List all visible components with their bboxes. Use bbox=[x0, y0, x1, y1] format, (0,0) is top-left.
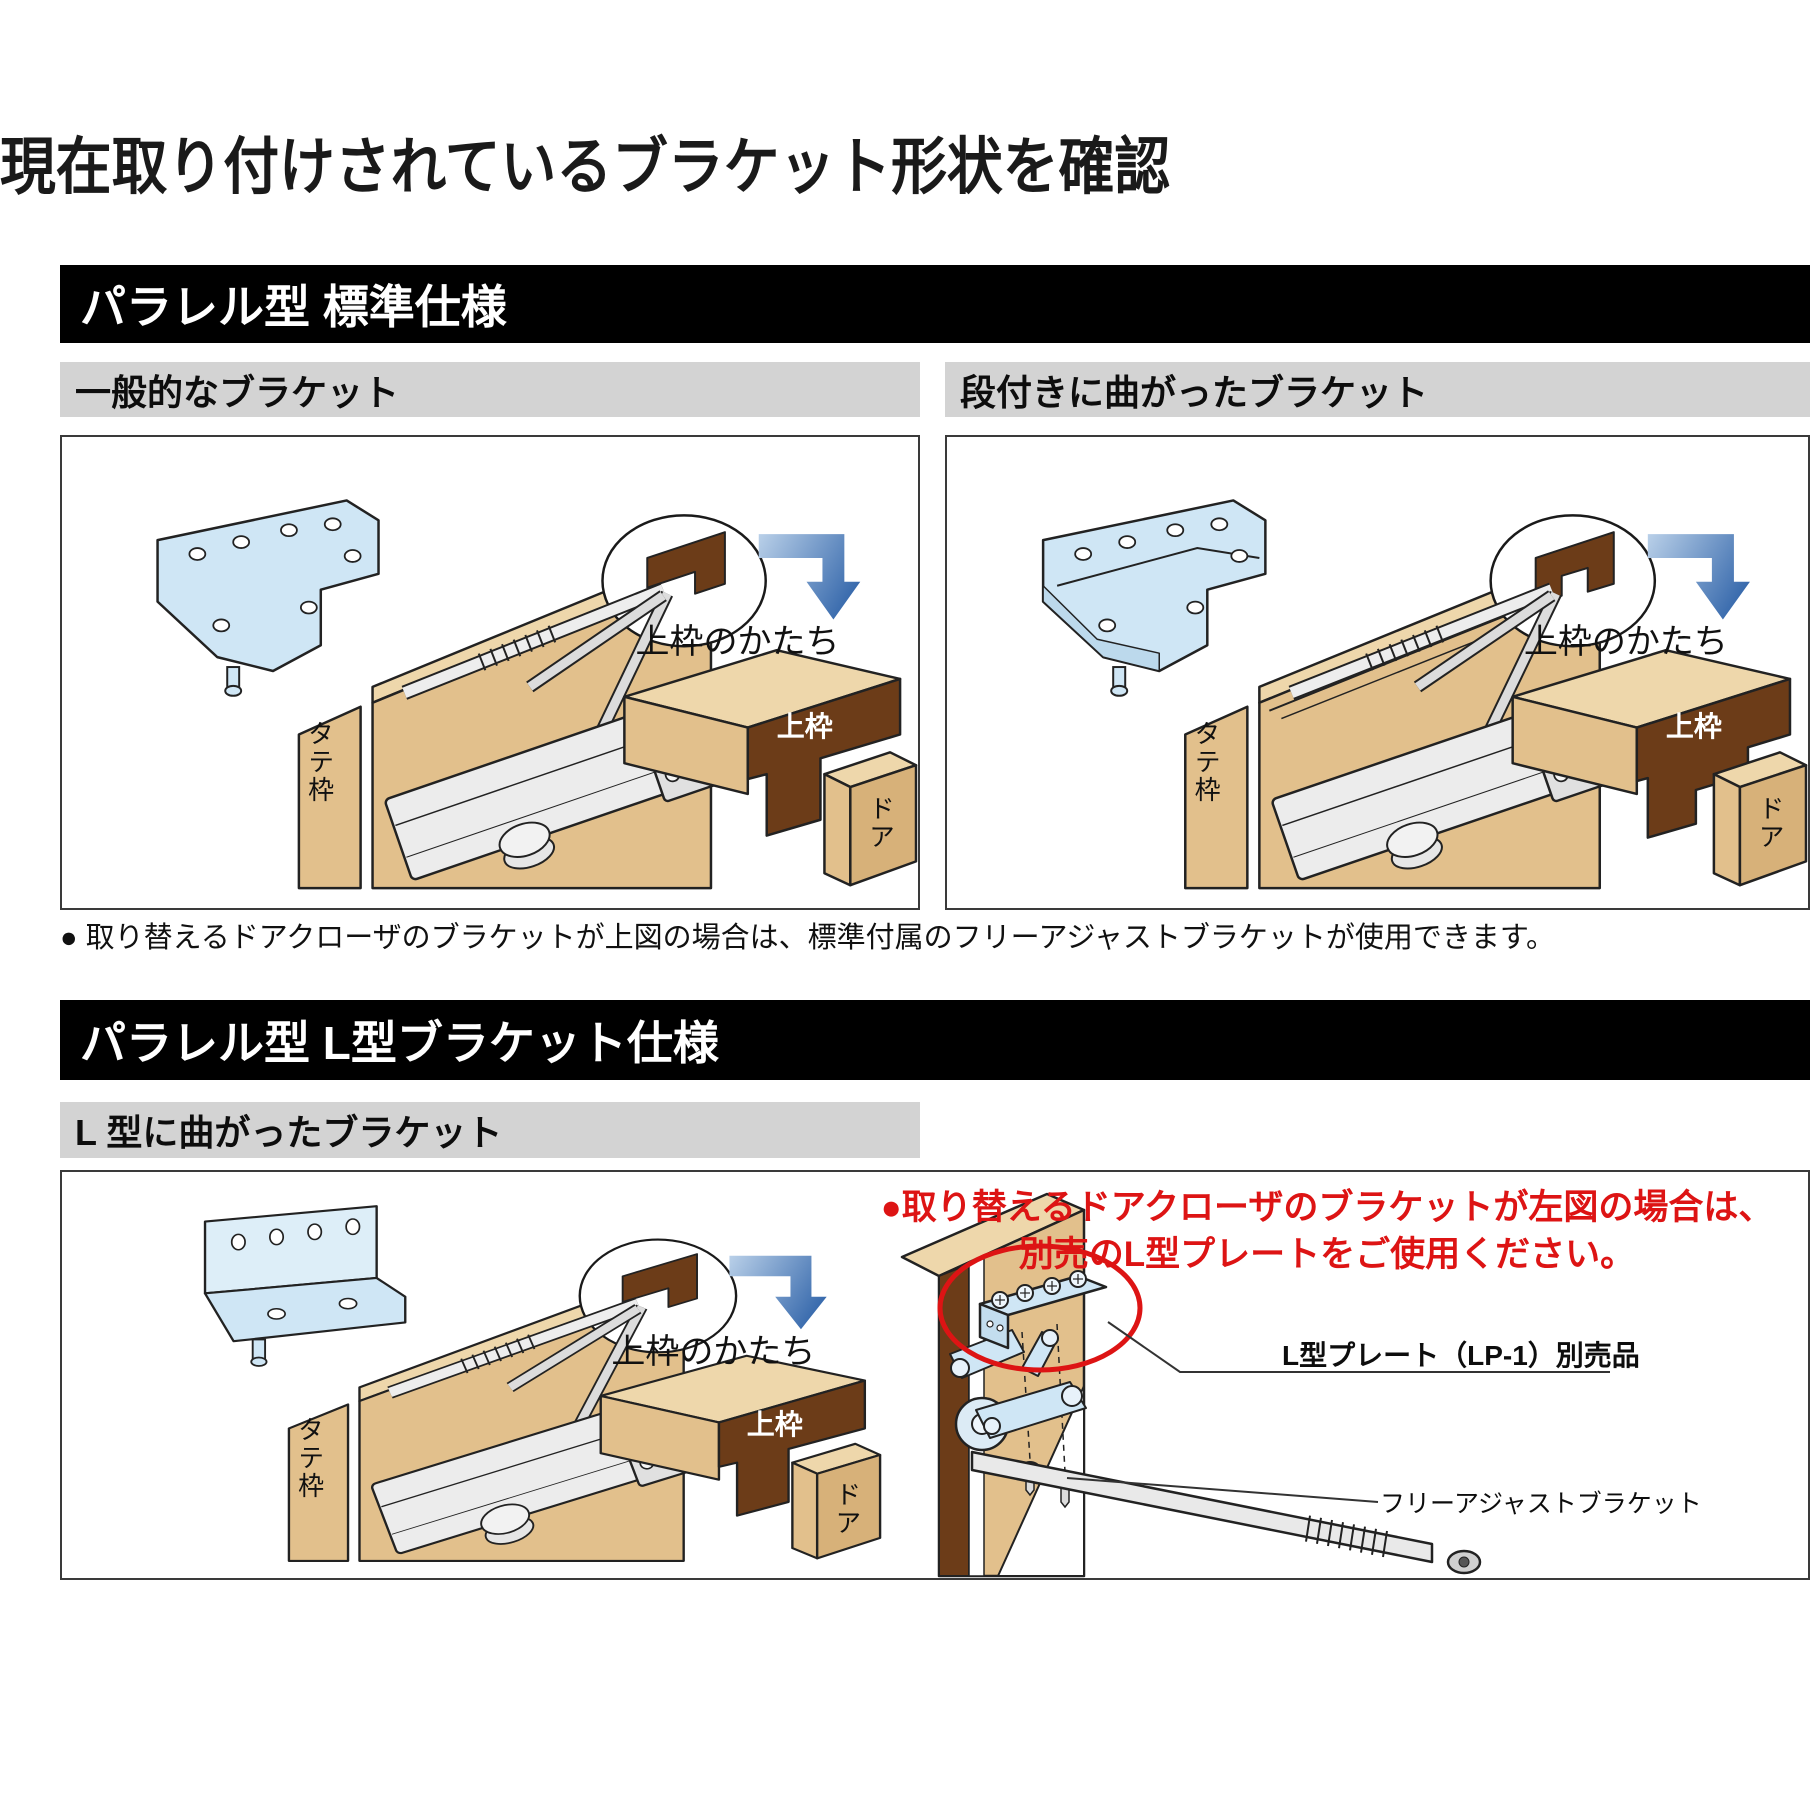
down-arrow-icon bbox=[758, 534, 861, 620]
beam-front-face bbox=[623, 695, 750, 796]
red-highlight-circle bbox=[937, 1243, 1143, 1373]
door-label: ドア bbox=[865, 794, 896, 851]
door-jamb bbox=[297, 705, 362, 890]
frame-cross-section bbox=[746, 677, 902, 837]
jamb-label: タテ枠 bbox=[304, 719, 335, 804]
t-bracket-plate bbox=[156, 499, 380, 673]
section1-header: パラレル型 標準仕様 bbox=[80, 281, 507, 333]
door-jamb bbox=[1184, 705, 1249, 890]
upper-frame-shape-callout: 上枠のかたち bbox=[611, 1333, 816, 1372]
panel-l-bracket: 上枠のかたち 上枠 ドア タテ枠 ●取り替えるドアクローザのブラケットが左図の場… bbox=[60, 1170, 1810, 1580]
leader-line-bracket bbox=[1066, 1477, 1379, 1503]
upper-frame-label: 上枠 bbox=[746, 1409, 803, 1441]
subheader-l-bracket: L 型に曲がったブラケット bbox=[60, 1102, 920, 1158]
frame-section-in-circle bbox=[646, 531, 726, 595]
subheader-stepped-bracket-label: 段付きに曲がったブラケット bbox=[960, 371, 1429, 413]
subheader-l-bracket-label: L 型に曲がったブラケット bbox=[75, 1112, 503, 1153]
l-plate-front bbox=[978, 1302, 1010, 1350]
note-text: ● 取り替えるドアクローザのブラケットが上図の場合は、標準付属のフリーアジャスト… bbox=[60, 922, 1556, 954]
panel-stepped-bracket: 上枠のかたち 上枠 ドア タテ枠 bbox=[945, 435, 1810, 910]
door-closer-scene-svg bbox=[156, 499, 918, 890]
door-closer-scene-svg bbox=[1041, 499, 1808, 890]
t-bracket-step bbox=[1042, 584, 1160, 672]
l-plate-label: L型プレート（LP-1）別売品 bbox=[1282, 1340, 1640, 1371]
free-adjust-bracket-label: フリーアジャストブラケット bbox=[1380, 1490, 1702, 1518]
frame-corner-diagram bbox=[1511, 648, 1808, 887]
subheader-general-bracket-label: 一般的なブラケット bbox=[75, 371, 400, 413]
upper-frame-shape-callout: 上枠のかたち bbox=[1523, 622, 1728, 661]
subheader-general-bracket: 一般的なブラケット bbox=[60, 362, 920, 417]
panel-l-bracket-illustration: 上枠のかたち 上枠 ドア タテ枠 bbox=[62, 1172, 882, 1578]
panel-general-bracket: 上枠のかたち 上枠 ドア タテ枠 bbox=[60, 435, 920, 910]
jamb-label: タテ枠 bbox=[294, 1415, 325, 1500]
t-bracket-plate bbox=[1041, 499, 1267, 673]
warning-line-1: ●取り替えるドアクローザのブラケットが左図の場合は、 bbox=[880, 1188, 1774, 1227]
highlight-circle bbox=[601, 514, 767, 648]
section1-header-bar: パラレル型 標準仕様 bbox=[60, 265, 1810, 343]
highlight-circle bbox=[1489, 514, 1657, 648]
door-block-front bbox=[823, 772, 852, 887]
l-bracket-base bbox=[203, 1276, 407, 1343]
frame-corner-diagram bbox=[623, 648, 918, 887]
page-title: 現在取り付けされているブラケット形状を確認 bbox=[0, 133, 1171, 202]
door-closer-scene-svg bbox=[203, 1205, 882, 1562]
section2-header: パラレル型 L型ブラケット仕様 bbox=[80, 1017, 719, 1069]
door-block-side bbox=[1738, 763, 1808, 887]
frame-section-in-circle bbox=[621, 1253, 698, 1308]
leader-line-plate bbox=[1107, 1321, 1610, 1373]
door-label: ドア bbox=[831, 1480, 862, 1537]
beam-front-face bbox=[599, 1394, 721, 1481]
down-arrow-icon bbox=[1647, 534, 1750, 620]
door-label: ドア bbox=[1755, 794, 1786, 851]
door-block-side bbox=[815, 1453, 882, 1560]
door-jamb bbox=[287, 1403, 350, 1562]
beam-front-face bbox=[1511, 695, 1639, 796]
highlight-circle bbox=[578, 1238, 738, 1354]
warning-line-2: 別売のL型プレートをご使用ください。 bbox=[1018, 1235, 1636, 1274]
jamb-label: タテ枠 bbox=[1191, 719, 1222, 804]
door-block-front bbox=[1712, 772, 1742, 887]
warning-note: ●取り替えるドアクローザのブラケットが左図の場合は、 別売のL型プレートをご使用… bbox=[852, 1184, 1802, 1278]
section2-header-bar: パラレル型 L型ブラケット仕様 bbox=[60, 1000, 1810, 1080]
upper-frame-label: 上枠 bbox=[776, 711, 833, 743]
l-plate-installation-svg bbox=[900, 1192, 1610, 1578]
frame-cross-section bbox=[1635, 677, 1792, 839]
door-block-side bbox=[849, 763, 918, 887]
frame-corner-diagram bbox=[599, 1354, 882, 1560]
frame-cross-section bbox=[717, 1379, 867, 1517]
subheader-stepped-bracket: 段付きに曲がったブラケット bbox=[945, 362, 1810, 417]
upper-frame-label: 上枠 bbox=[1665, 711, 1722, 743]
down-arrow-icon bbox=[729, 1255, 827, 1330]
upper-frame-shape-callout: 上枠のかたち bbox=[635, 622, 840, 661]
